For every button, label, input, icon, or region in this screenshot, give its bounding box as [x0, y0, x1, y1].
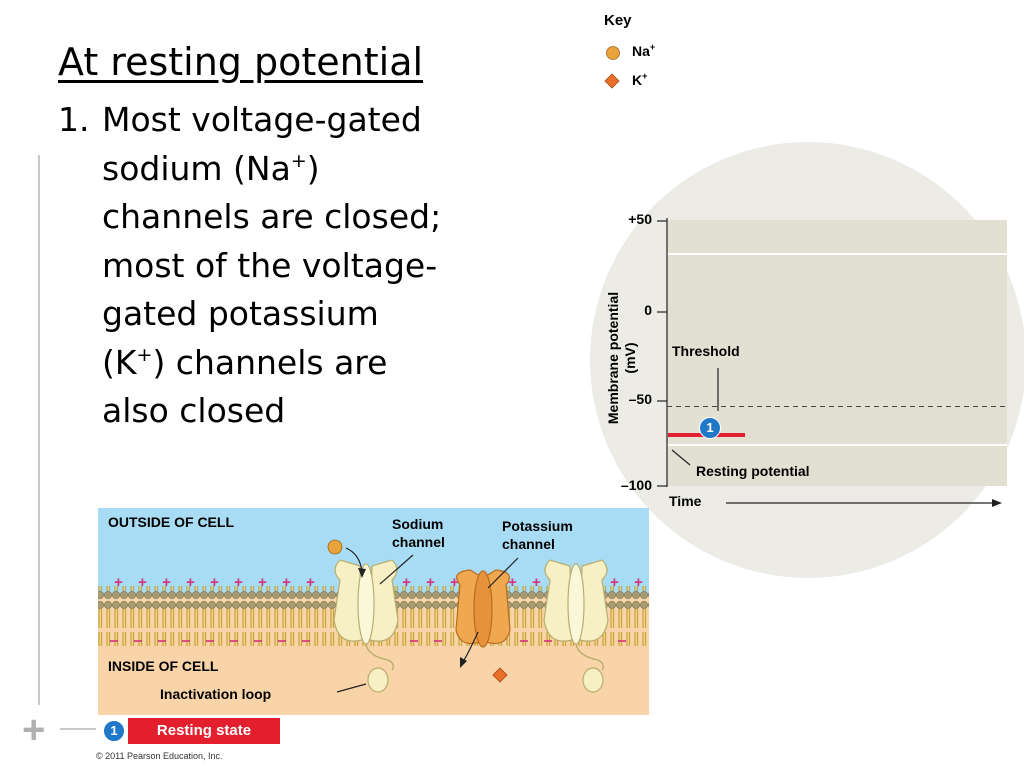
sodium-callout-line — [379, 554, 414, 585]
svg-text:+: + — [402, 574, 411, 591]
sodium-channel — [543, 559, 609, 693]
potassium-channel-label: Potassium channel — [502, 518, 573, 552]
resting-pointer — [671, 449, 691, 466]
bottom-divider-line — [60, 728, 96, 730]
y-tick-label: –50 — [628, 391, 652, 407]
key-title: Key — [604, 12, 632, 29]
bullet-number: 1. — [58, 100, 90, 139]
bullet-line: channels are closed; — [102, 197, 442, 236]
potassium-callout-line — [487, 557, 519, 589]
svg-text:+: + — [532, 574, 541, 591]
svg-text:+: + — [114, 574, 123, 591]
sodium-channel-label: Sodium channel — [392, 516, 445, 550]
bullet-line: sodium (Na+) — [102, 148, 320, 188]
svg-text:+: + — [162, 574, 171, 591]
key-label-potassium: K+ — [632, 71, 648, 89]
positive-charges: + + + + + + + + + + + + + + + + — [114, 574, 643, 591]
svg-text:+: + — [186, 574, 195, 591]
svg-text:+: + — [210, 574, 219, 591]
arrowhead — [358, 568, 366, 578]
loop-callout-line — [336, 683, 367, 693]
inactivation-loop-label: Inactivation loop — [160, 686, 272, 702]
svg-text:+: + — [634, 574, 643, 591]
sodium-channel — [333, 559, 399, 693]
copyright-notice: © 2011 Pearson Education, Inc. — [96, 751, 223, 761]
plot-area — [667, 220, 1007, 486]
x-axis-label: Time — [669, 493, 702, 509]
sodium-ion — [327, 539, 343, 555]
potassium-channel — [455, 569, 511, 648]
bullet-text: Most voltage-gated sodium (Na+) channels a… — [102, 96, 498, 436]
outside-of-cell-label: OUTSIDE OF CELL — [108, 514, 234, 530]
resting-potential-label: Resting potential — [696, 463, 810, 479]
svg-text:+: + — [282, 574, 291, 591]
inside-of-cell-label: INSIDE OF CELL — [108, 658, 219, 674]
resting-state-banner: Resting state — [128, 718, 280, 744]
svg-text:+: + — [426, 574, 435, 591]
svg-text:+: + — [138, 574, 147, 591]
bullet-line: Most voltage-gated — [102, 100, 422, 139]
svg-text:+: + — [258, 574, 267, 591]
slide-title: At resting potential — [58, 40, 424, 84]
y-tick-label: +50 — [628, 211, 652, 227]
arrowhead — [460, 657, 467, 668]
inactivation-loop — [582, 667, 604, 693]
svg-text:+: + — [508, 574, 517, 591]
bullet-line: most of the voltage- — [102, 245, 438, 285]
plus-icon: + — [22, 708, 46, 752]
bullet-line: (K+) channels are — [102, 342, 388, 382]
svg-text:+: + — [450, 574, 459, 591]
inactivation-loop — [367, 667, 389, 693]
left-divider-line — [38, 155, 40, 705]
svg-text:+: + — [306, 574, 315, 591]
svg-text:+: + — [610, 574, 619, 591]
y-tick-label: –100 — [620, 477, 652, 493]
threshold-label: Threshold — [672, 343, 740, 359]
key-label-sodium: Na+ — [632, 42, 656, 60]
bullet-line: also closed — [102, 391, 286, 430]
potassium-ion — [492, 667, 508, 683]
state-step-badge: 1 — [103, 720, 125, 742]
graph-step-badge: 1 — [699, 417, 721, 439]
svg-text:+: + — [234, 574, 243, 591]
y-tick-label: 0 — [644, 302, 652, 318]
bullet-line: gated potassium — [102, 294, 379, 333]
time-arrowhead — [992, 499, 1002, 507]
bullet-point: 1. Most voltage-gated sodium (Na+) channel… — [58, 96, 498, 436]
sodium-ion-icon — [606, 46, 620, 60]
potassium-ion-icon — [604, 73, 620, 89]
